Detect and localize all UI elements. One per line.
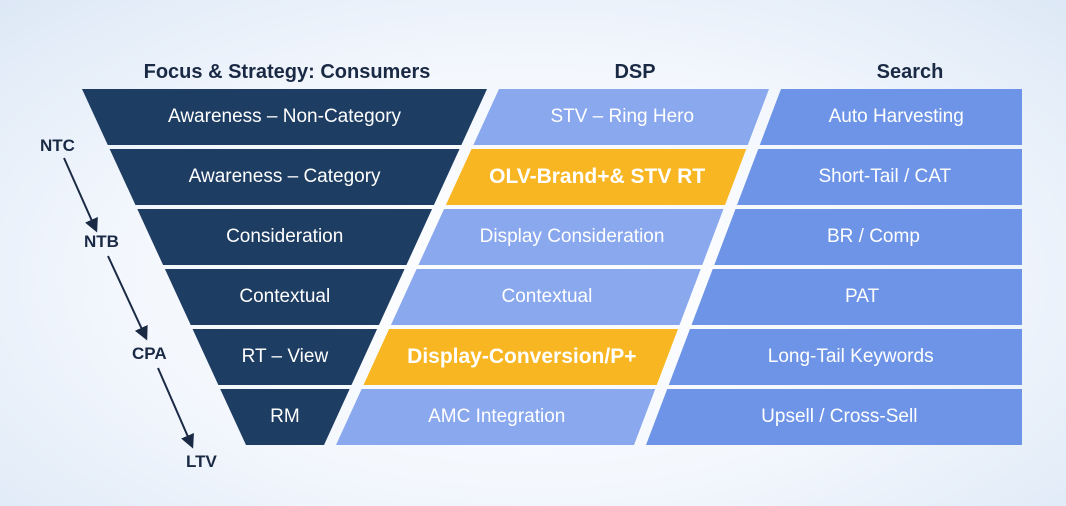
journey-stage-label: LTV: [186, 452, 217, 471]
journey-arrow: [63, 157, 98, 233]
journey-stage-label: NTC: [40, 136, 75, 155]
funnel-label: Contextual: [239, 286, 331, 307]
search-label: Upsell / Cross-Sell: [761, 406, 918, 427]
journey-stage-label: NTB: [84, 232, 119, 251]
search-label: Long-Tail Keywords: [767, 346, 934, 367]
search-header: Search: [876, 61, 944, 83]
dsp-highlight-band: [445, 149, 747, 205]
search-label: BR / Comp: [826, 226, 920, 247]
funnel-label: RT – View: [241, 346, 329, 367]
funnel-label: RM: [270, 406, 300, 427]
focus-strategy-header: Focus & Strategy: Consumers: [143, 61, 431, 83]
search-band: [668, 329, 1022, 385]
search-label: PAT: [844, 286, 880, 307]
journey-arrow: [107, 255, 148, 341]
funnel-segment: [192, 329, 378, 385]
search-band: [714, 209, 1022, 265]
search-band: [759, 89, 1022, 145]
dsp-label: OLV-Brand+& STV RT: [489, 165, 706, 188]
search-band: [737, 149, 1022, 205]
dsp-band: [473, 89, 769, 145]
funnel-segment: [220, 389, 350, 445]
dsp-band: [336, 389, 656, 445]
dsp-band: [390, 269, 701, 325]
funnel-label: Consideration: [226, 226, 344, 247]
dsp-label: Display-Conversion/P+: [407, 345, 637, 368]
funnel-label: Awareness – Non-Category: [168, 106, 402, 127]
dsp-header: DSP: [614, 61, 656, 83]
dsp-label: Display Consideration: [479, 226, 665, 247]
journey-stage-label: CPA: [132, 344, 167, 363]
funnel-segment: [82, 89, 487, 145]
search-label: Auto Harvesting: [828, 106, 964, 127]
funnel-segment: [137, 209, 433, 265]
funnel-label: Awareness – Category: [188, 166, 381, 187]
search-band: [691, 269, 1022, 325]
dsp-label: STV – Ring Hero: [550, 106, 695, 127]
search-band: [646, 389, 1022, 445]
funnel-segment: [109, 149, 460, 205]
dsp-band: [418, 209, 724, 265]
search-label: Short-Tail / CAT: [818, 166, 952, 187]
dsp-label: AMC Integration: [428, 406, 566, 427]
dsp-highlight-band: [363, 329, 678, 385]
journey-arrow: [157, 367, 194, 449]
funnel-segment: [164, 269, 405, 325]
dsp-label: Contextual: [501, 286, 593, 307]
